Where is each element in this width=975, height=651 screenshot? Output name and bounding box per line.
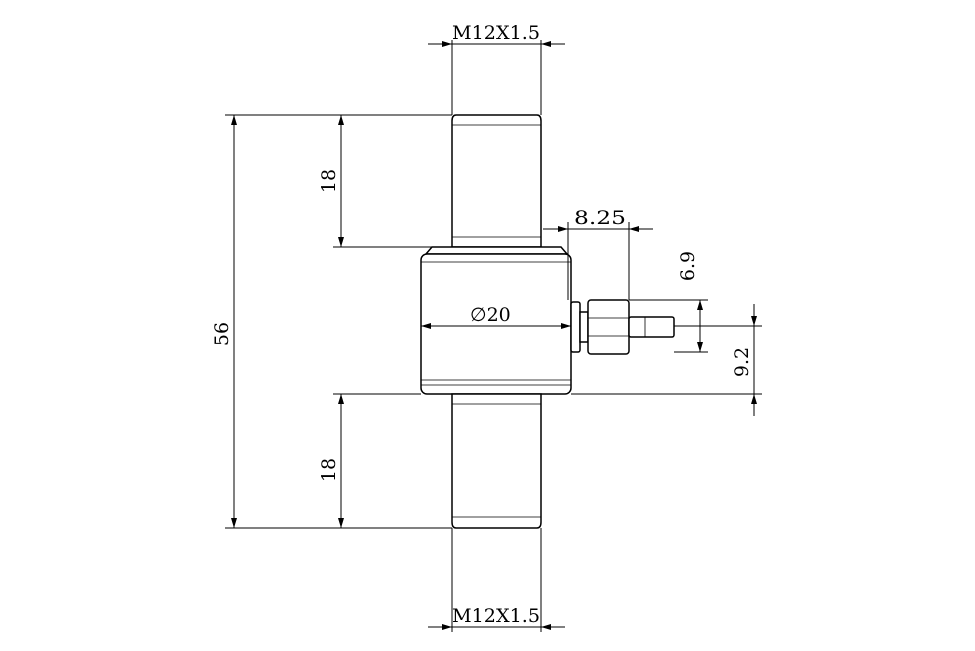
connector-offset-label: 8.25 [574,207,626,229]
dimension-lines [225,40,762,632]
sensor-outline [420,114,675,529]
diameter-value: 20 [487,304,511,326]
upper-stud [451,114,542,248]
connector-height-label: 6.9 [677,251,699,281]
diameter-symbol: ∅ [470,304,487,326]
dimension-labels: M12X1.5 M12X1.5 56 18 18 ∅20 8.25 6.9 9.… [211,22,753,627]
lower-stud-length-label: 18 [318,458,340,482]
diameter-label: ∅20 [470,304,511,326]
lower-stud [451,393,542,529]
upper-collar [424,246,569,255]
overall-length-label: 56 [211,322,233,346]
thread-top-label: M12X1.5 [452,22,540,44]
upper-stud-length-label: 18 [318,169,340,193]
cable-connector [570,299,675,355]
thread-bottom-label: M12X1.5 [452,605,540,627]
connector-position-label: 9.2 [731,347,753,377]
